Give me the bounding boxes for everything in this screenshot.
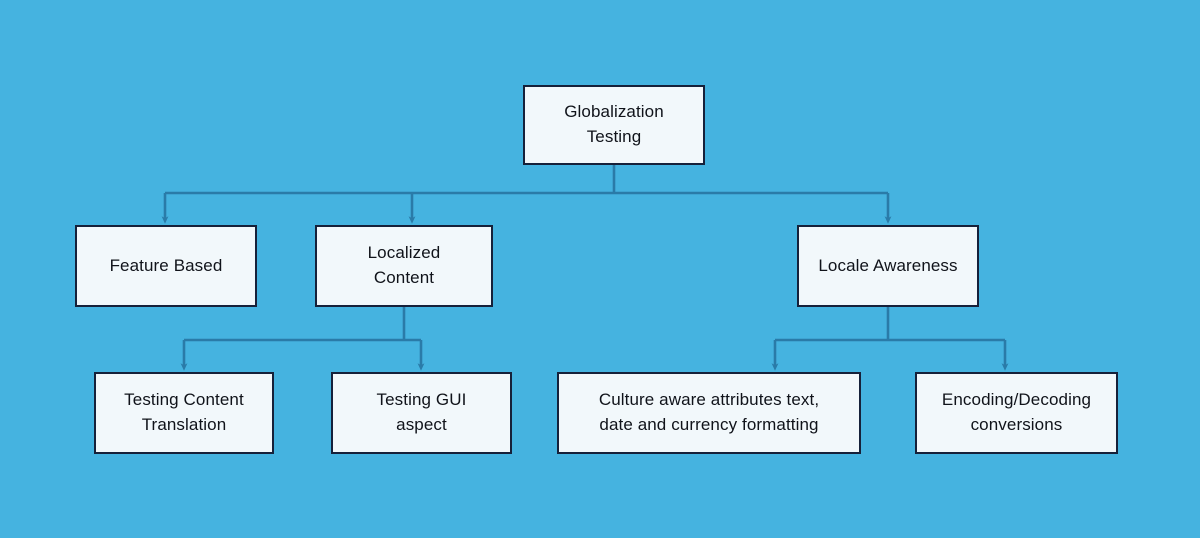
node-globalization-testing[interactable]: Globalization Testing bbox=[523, 85, 705, 165]
node-label: Culture aware attributes text, date and … bbox=[598, 390, 820, 434]
node-locale-awareness[interactable]: Locale Awareness bbox=[797, 225, 979, 307]
node-culture-aware-attributes[interactable]: Culture aware attributes text, date and … bbox=[557, 372, 861, 454]
node-testing-gui-aspect[interactable]: Testing GUI aspect bbox=[331, 372, 512, 454]
node-label: Globalization Testing bbox=[564, 102, 664, 146]
node-testing-content-translation[interactable]: Testing Content Translation bbox=[94, 372, 274, 454]
node-label: Testing Content Translation bbox=[124, 390, 244, 434]
node-label: Feature Based bbox=[109, 255, 223, 275]
node-localized-content[interactable]: Localized Content bbox=[315, 225, 493, 307]
node-label: Locale Awareness bbox=[818, 255, 958, 275]
node-label: Encoding/Decoding conversions bbox=[941, 390, 1092, 434]
node-label: Testing GUI aspect bbox=[376, 390, 467, 434]
node-label: Localized Content bbox=[367, 243, 441, 287]
node-feature-based[interactable]: Feature Based bbox=[75, 225, 257, 307]
node-encoding-decoding[interactable]: Encoding/Decoding conversions bbox=[915, 372, 1118, 454]
